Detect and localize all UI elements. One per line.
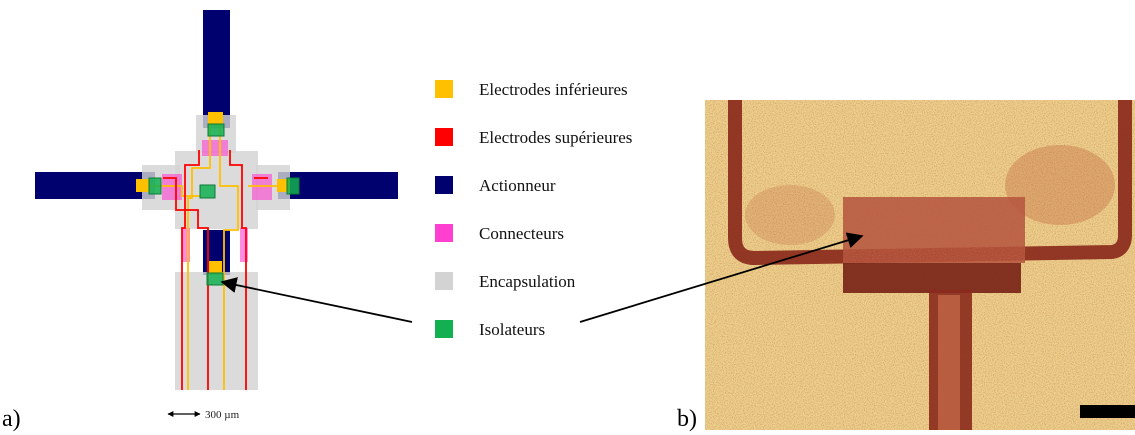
- arrow-to-layout: [220, 277, 413, 323]
- legend-label: Connecteurs: [479, 224, 564, 243]
- actuator-left: [35, 172, 155, 199]
- panel-b-label: b): [677, 406, 697, 432]
- legend-label: Actionneur: [479, 176, 556, 195]
- actuator-top: [203, 10, 230, 128]
- scale-bar-label: 300 µm: [205, 409, 240, 421]
- connectors: [162, 140, 272, 262]
- legend-label: Electrodes supérieures: [479, 128, 632, 147]
- legend-label: Electrodes inférieures: [479, 80, 628, 99]
- base-block: [843, 263, 1021, 293]
- micrograph-scale-bar: [1080, 405, 1135, 418]
- legend-swatch: [435, 80, 453, 98]
- legend-swatch: [435, 272, 453, 290]
- micrograph: [705, 100, 1135, 430]
- lower-electrode-traces: [150, 125, 277, 390]
- panel-a-label: a): [2, 406, 21, 432]
- legend-label: Isolateurs: [479, 320, 545, 339]
- legend-label: Encapsulation: [479, 272, 576, 291]
- pointer-arrows: [220, 232, 864, 323]
- legend-swatch: [435, 224, 453, 242]
- isolators: [148, 123, 300, 286]
- legend-swatch: [435, 128, 453, 146]
- lower-electrodes: [136, 112, 290, 274]
- scale-bar: 300 µm: [167, 409, 240, 421]
- legend-swatch: [435, 320, 453, 338]
- arrow-to-micrograph: [579, 232, 864, 323]
- upper-electrodes: [163, 150, 268, 390]
- layout-diagram: 300 µm a): [2, 10, 398, 432]
- legend-swatch: [435, 176, 453, 194]
